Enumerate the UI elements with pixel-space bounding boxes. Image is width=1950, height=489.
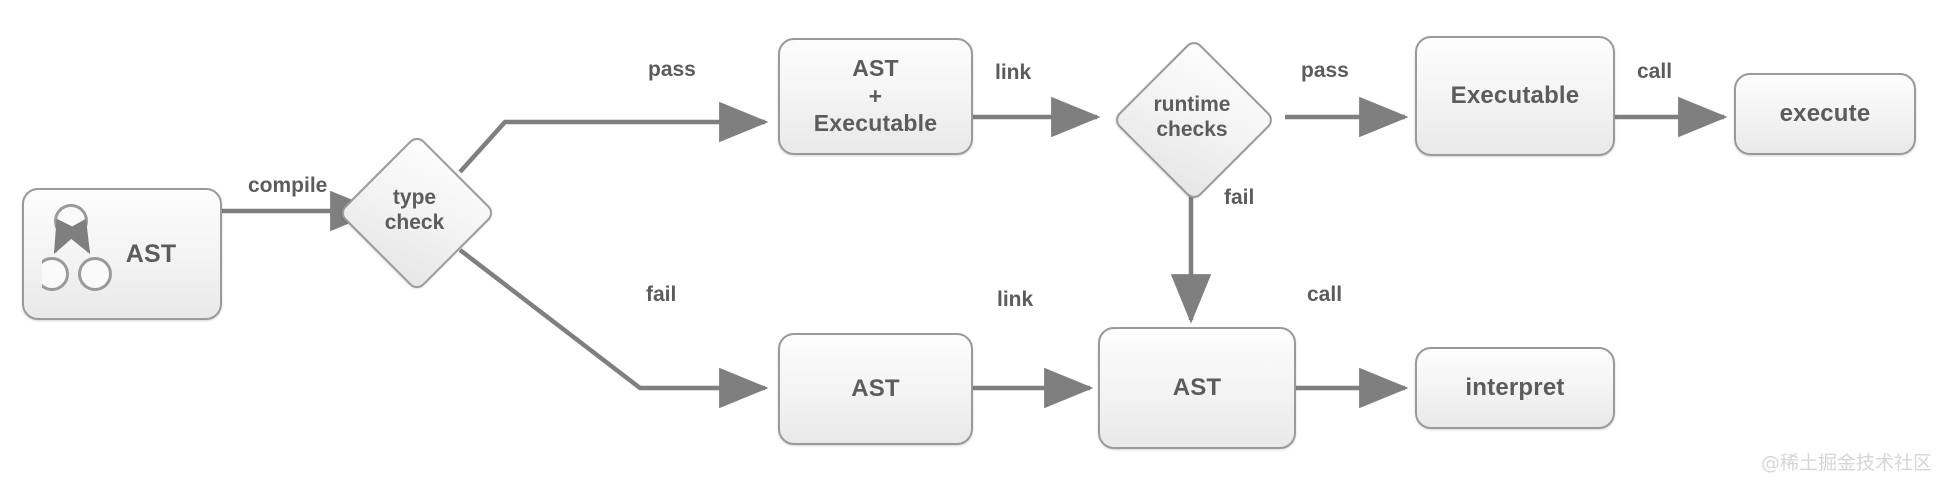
edge-label-compile: compile [248,174,328,197]
node-ast-linked[interactable]: AST [1098,327,1296,449]
edge-label-link-bottom: link [997,288,1034,311]
edge-label-link-top: link [995,61,1032,84]
node-interpret[interactable]: interpret [1415,347,1615,429]
node-label-interpret: interpret [1465,373,1565,401]
edge-label-fail-type: fail [646,283,677,306]
edge-pass-top [458,101,769,174]
node-label-type-check: type check [384,185,445,234]
node-label-runtime-checks: runtime checks [1153,93,1231,141]
node-type-check[interactable]: type check [337,133,496,292]
edge-label-call-execute: call [1637,60,1673,83]
node-ast-source[interactable]: AST [22,188,222,320]
node-ast-fail[interactable]: AST [778,333,973,445]
edge-label-pass-runtime: pass [1301,59,1349,82]
node-ast-plus-executable[interactable]: AST + Executable [778,38,973,155]
node-executable[interactable]: Executable [1415,36,1615,156]
node-execute[interactable]: execute [1734,73,1916,155]
node-label-ast-source: AST [125,240,177,268]
node-label-ast-plus-executable: AST + Executable [813,55,938,137]
edge-fail-bottom [458,248,769,409]
node-runtime-checks[interactable]: runtime checks [1108,37,1277,203]
node-label-ast-linked: AST [1172,373,1222,401]
node-label-executable: Executable [1450,81,1580,109]
watermark: @稀土掘金技术社区 [1760,452,1932,474]
node-label-ast-fail: AST [851,374,900,402]
edge-label-pass-top: pass [648,58,696,81]
edge-label-fail-runtime: fail [1224,186,1255,209]
node-label-execute: execute [1779,99,1871,127]
ast-tree-icon [42,204,112,291]
edge-label-call-interpret: call [1307,283,1343,306]
